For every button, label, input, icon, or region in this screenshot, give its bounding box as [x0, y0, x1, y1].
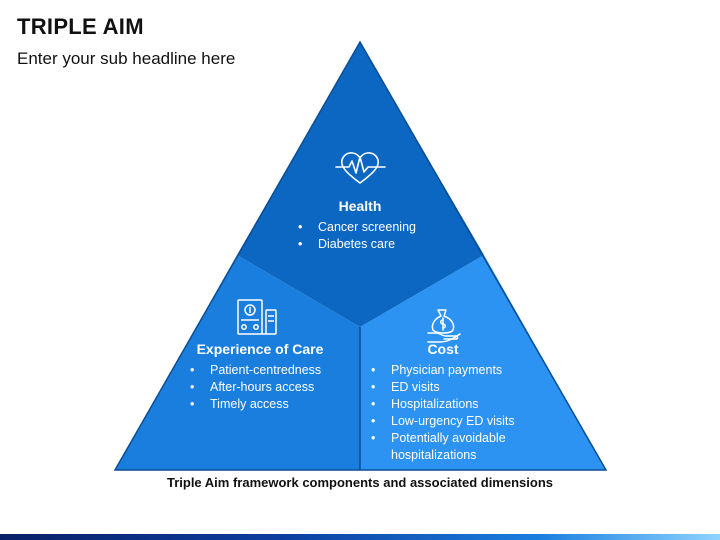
health-section — [237, 42, 484, 327]
list-item: Potentially avoidable hospitalizations — [371, 430, 546, 464]
health-title: Health — [338, 198, 382, 214]
footer-gradient-bar — [0, 534, 720, 540]
experience-list: Patient-centredness After-hours access T… — [190, 362, 321, 413]
health-list: Cancer screening Diabetes care — [298, 219, 416, 253]
list-item: Patient-centredness — [190, 362, 321, 379]
list-item: Hospitalizations — [371, 396, 546, 413]
experience-title: Experience of Care — [196, 341, 324, 357]
list-item: Physician payments — [371, 362, 546, 379]
list-item: Timely access — [190, 396, 321, 413]
list-item: Cancer screening — [298, 219, 416, 236]
heart-pulse-icon — [335, 152, 386, 184]
list-item: After-hours access — [190, 379, 321, 396]
cost-title: Cost — [427, 341, 459, 357]
clinic-monitor-icon — [237, 299, 277, 335]
money-bag-hand-icon — [427, 309, 461, 343]
cost-list: Physician payments ED visits Hospitaliza… — [371, 362, 546, 464]
diagram-caption: Triple Aim framework components and asso… — [166, 475, 553, 490]
list-item: Diabetes care — [298, 236, 416, 253]
slide-title: TRIPLE AIM — [17, 14, 144, 39]
list-item: Low-urgency ED visits — [371, 413, 546, 430]
list-item: ED visits — [371, 379, 546, 396]
slide-subtitle: Enter your sub headline here — [17, 49, 236, 68]
